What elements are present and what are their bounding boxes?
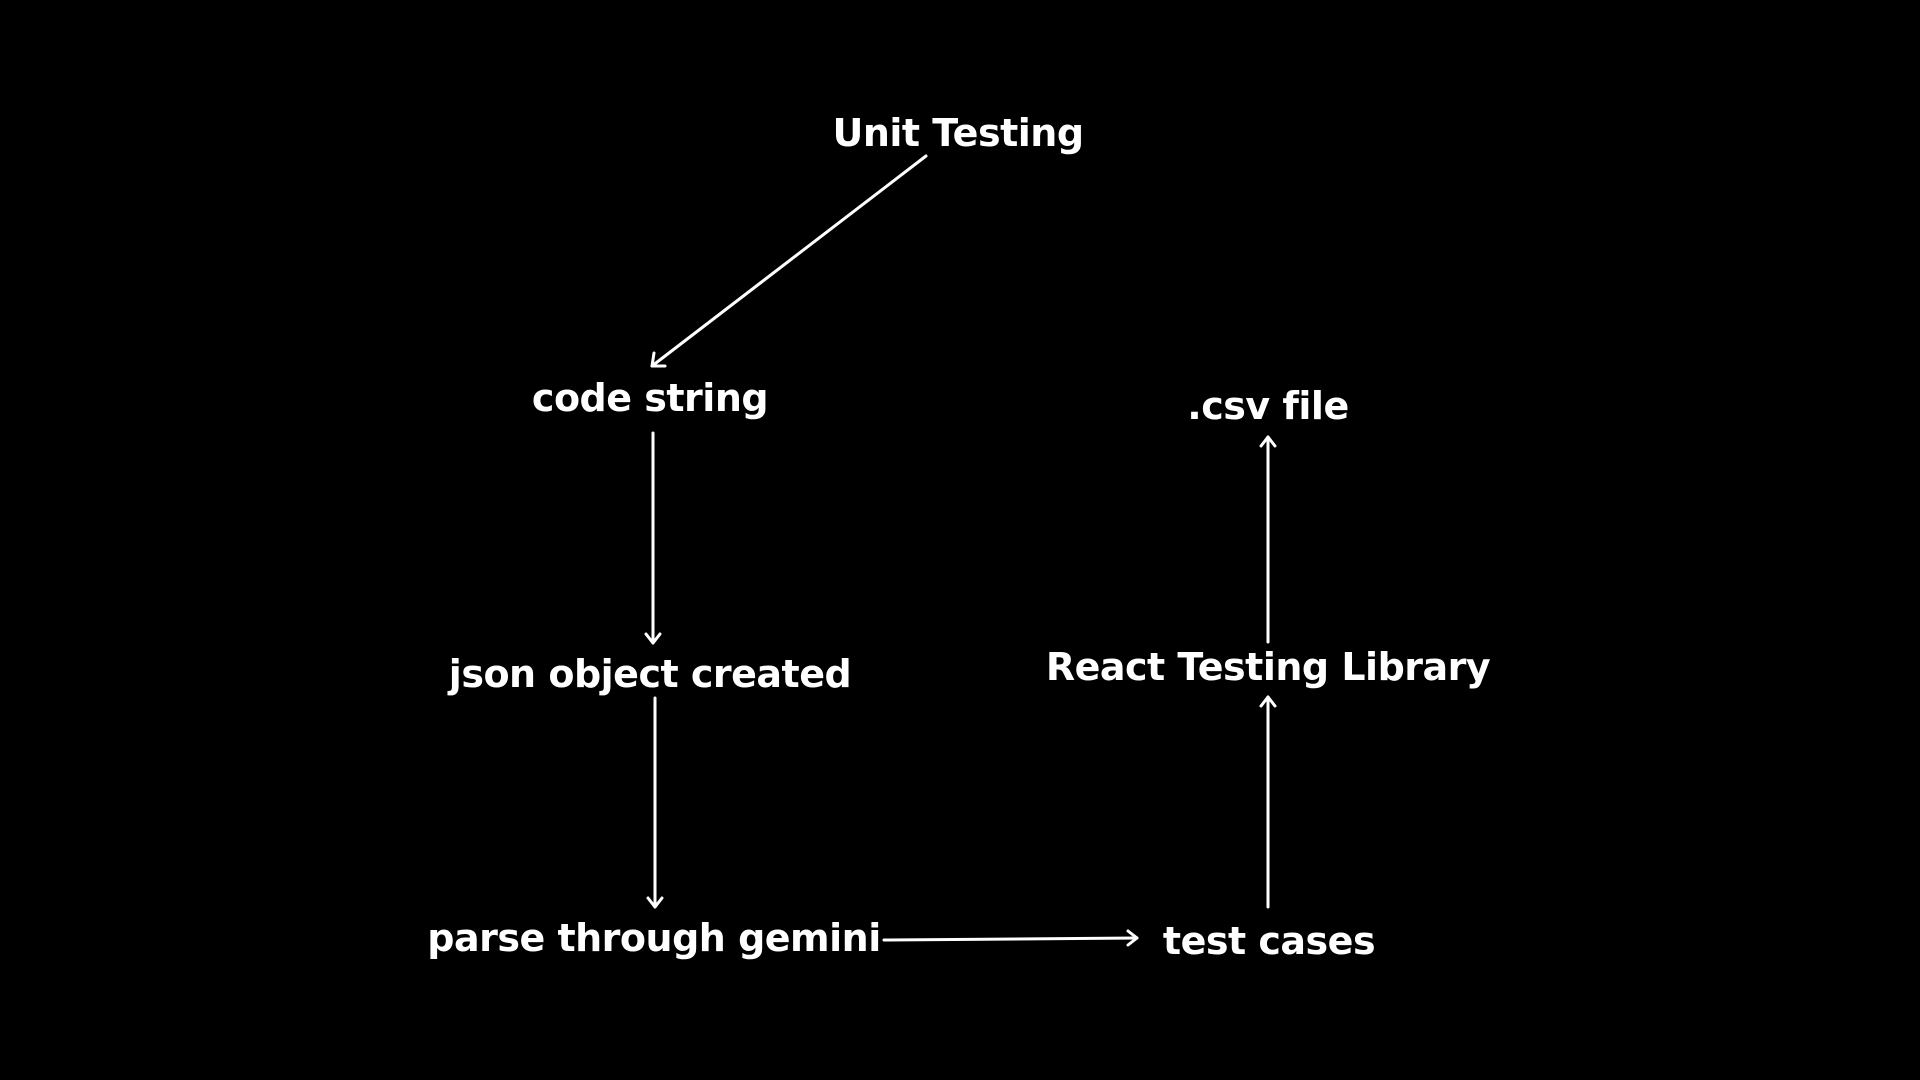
node-react-testing-library: React Testing Library [1045,645,1491,689]
node-code-string: code string [531,376,769,420]
arrow-test-cases-to-react-testing-library [1259,695,1277,909]
node-test-cases: test cases [1162,919,1376,963]
arrow-json-object-to-parse-gemini [646,696,664,909]
node-unit-testing: Unit Testing [832,111,1084,155]
arrow-code-string-to-json-object [644,431,662,645]
arrow-react-testing-library-to-csv-file [1259,435,1277,644]
arrow-unit-testing-to-code-string [650,154,928,368]
arrow-parse-gemini-to-test-cases [882,929,1139,947]
node-csv-file: .csv file [1187,384,1349,428]
node-parse-through-gemini: parse through gemini [427,916,881,960]
node-json-object-created: json object created [448,652,852,696]
